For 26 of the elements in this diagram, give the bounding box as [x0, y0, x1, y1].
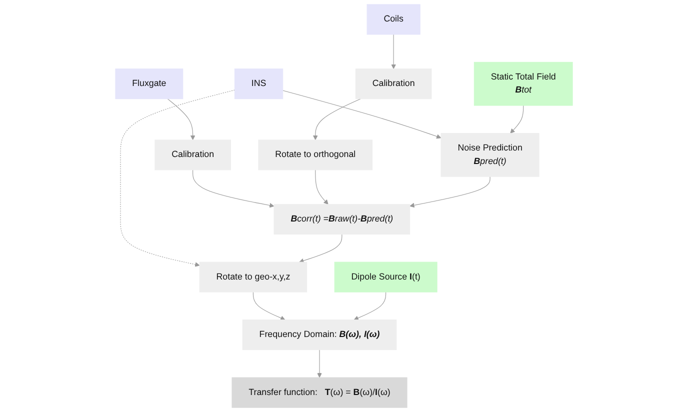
node-box: Dipole Source I(t) — [334, 262, 438, 292]
arrow — [120, 90, 235, 267]
arrow — [410, 176, 490, 208]
arrow — [192, 170, 274, 208]
node-box: INS — [234, 68, 284, 100]
arrow — [354, 292, 386, 320]
arrow — [252, 292, 286, 320]
arrow — [282, 90, 442, 139]
arrow — [167, 98, 196, 140]
node-box: Fluxgate — [115, 68, 184, 100]
node-box: Calibration — [355, 68, 432, 100]
node-box: Calibration — [154, 140, 231, 170]
arrow — [299, 234, 342, 264]
node-box: Transfer function: T(ω) = B(ω)/I(ω) — [232, 377, 408, 408]
arrow — [317, 350, 322, 378]
node-box: Noise Prediction Bpred(t) — [440, 132, 540, 177]
node-box: Rotate to orthogonal — [258, 140, 373, 170]
arrow — [315, 170, 328, 205]
node-box: Frequency Domain: B(ω), I(ω) — [242, 320, 397, 350]
arrow — [391, 34, 396, 70]
node-box: Rotate to geo-x,y,z — [199, 262, 308, 292]
arrow — [510, 105, 524, 134]
arrow — [312, 98, 361, 140]
node-box: Coils — [366, 4, 420, 35]
node-box: Static Total Field Btot — [474, 62, 573, 106]
node-box: Bcorr(t) =Braw(t)-Bpred(t) — [274, 204, 410, 235]
